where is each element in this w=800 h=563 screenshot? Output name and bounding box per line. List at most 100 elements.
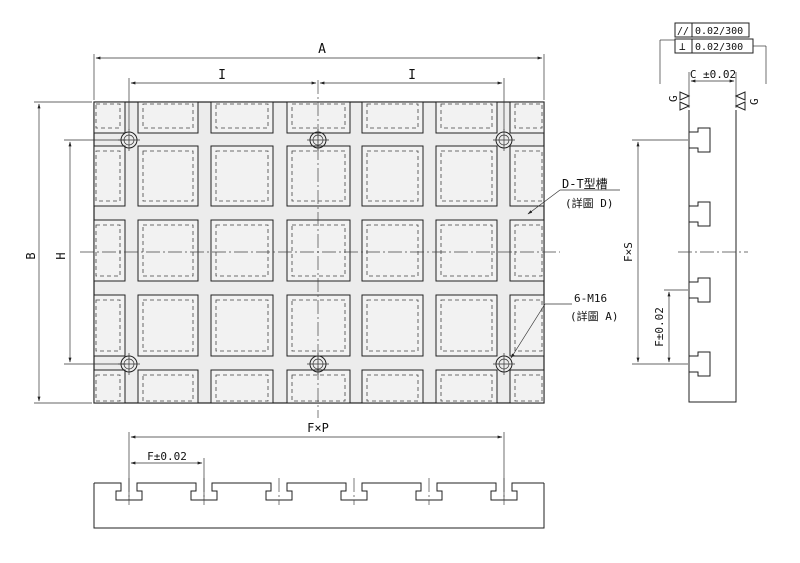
plate-cell — [210, 219, 274, 282]
hidden-slot-outline — [291, 299, 346, 352]
dimension-f-side: F±0.02 — [653, 289, 688, 363]
plate-cell — [286, 145, 351, 207]
hidden-slot-outline — [215, 103, 269, 129]
hidden-slot-outline — [366, 374, 419, 402]
ground-marks: G G — [667, 91, 761, 111]
dimension-b: B — [24, 101, 92, 404]
plate-cell — [361, 219, 424, 282]
plate-cell — [210, 294, 274, 357]
hidden-slot-outline — [142, 224, 194, 277]
hidden-slot-outline — [95, 224, 121, 277]
plate-cell — [286, 101, 351, 134]
dt-slot-label: D-T型槽 — [562, 177, 608, 191]
plate-cell — [210, 369, 274, 404]
plate-cell — [286, 369, 351, 404]
dimension-c: C ±0.02 — [688, 68, 737, 108]
hidden-slot-outline — [95, 299, 121, 352]
dt-slot-callout: D-T型槽 (詳圖 D) — [527, 177, 620, 215]
parallel-symbol: // — [677, 26, 689, 37]
plate-cell — [137, 294, 199, 357]
perpendicular-value: 0.02/300 — [695, 42, 743, 53]
hidden-slot-outline — [366, 224, 419, 277]
front-t-slot-profile — [94, 482, 544, 501]
dim-f-bottom-label: F±0.02 — [147, 450, 187, 463]
dimension-h: H — [54, 139, 126, 365]
plate-cell — [435, 219, 498, 282]
hidden-slot-outline — [142, 103, 194, 129]
dimension-f-bottom: F±0.02 — [130, 450, 205, 500]
plate-cell — [435, 369, 498, 404]
dimension-fxp: F×P — [128, 421, 505, 500]
hidden-slot-outline — [215, 374, 269, 402]
dim-h-label: H — [54, 252, 68, 259]
hidden-slot-outline — [514, 103, 543, 129]
plate-cell — [435, 294, 498, 357]
hidden-slot-outline — [366, 299, 419, 352]
dim-b-label: B — [24, 252, 38, 259]
hidden-slot-outline — [514, 299, 543, 352]
m16-label: 6-M16 — [574, 292, 607, 305]
plate-cell — [361, 294, 424, 357]
perpendicular-symbol: ⊥ — [679, 40, 686, 53]
front-profile — [93, 483, 545, 529]
plate-cell — [509, 369, 545, 404]
dim-f-side-label: F±0.02 — [653, 307, 666, 347]
hidden-slot-outline — [291, 150, 346, 202]
hidden-slot-outline — [215, 299, 269, 352]
m16-detail: (詳圖 A) — [570, 309, 619, 323]
top-view — [80, 80, 560, 418]
hidden-slot-outline — [95, 374, 121, 402]
side-t-slot — [689, 351, 711, 377]
side-t-slot — [689, 277, 711, 303]
plate-cell — [137, 369, 199, 404]
dim-c-label: C ±0.02 — [690, 68, 736, 81]
side-view — [678, 110, 748, 403]
dim-fxp-label: F×P — [307, 421, 329, 435]
plate-cell — [137, 219, 199, 282]
hidden-slot-outline — [291, 103, 346, 129]
side-profile — [688, 110, 737, 403]
dim-i-right-label: I — [408, 68, 416, 83]
dim-fxs-label: F×S — [622, 242, 635, 262]
dimension-i: I I — [128, 68, 505, 130]
hidden-slot-outline — [514, 150, 543, 202]
dimension-fxs: F×S — [622, 139, 688, 365]
plate-cell — [361, 145, 424, 207]
plate-cell — [435, 145, 498, 207]
hidden-slot-outline — [215, 150, 269, 202]
hidden-slot-outline — [514, 374, 543, 402]
hidden-slot-outline — [291, 374, 346, 402]
plate-cell — [286, 294, 351, 357]
hidden-slot-outline — [440, 103, 493, 129]
parallel-value: 0.02/300 — [695, 26, 743, 37]
hidden-slot-outline — [95, 150, 121, 202]
hidden-slot-outline — [440, 224, 493, 277]
dim-i-left-label: I — [218, 68, 226, 83]
hidden-slot-outline — [142, 299, 194, 352]
ground-mark-right: G — [748, 98, 761, 105]
hidden-slot-outline — [440, 150, 493, 202]
hidden-slot-outline — [142, 150, 194, 202]
plate-cell — [509, 219, 545, 282]
hidden-slot-outline — [366, 103, 419, 129]
front-view — [93, 478, 545, 529]
dt-slot-detail: (詳圖 D) — [565, 196, 614, 210]
dim-a-label: A — [318, 42, 326, 57]
side-t-slot — [689, 127, 711, 153]
side-t-slot — [689, 201, 711, 227]
hidden-slot-outline — [440, 299, 493, 352]
hidden-slot-outline — [366, 150, 419, 202]
hidden-slot-outline — [440, 374, 493, 402]
ground-mark-left: G — [667, 95, 680, 102]
hidden-slot-outline — [142, 374, 194, 402]
hidden-slot-outline — [291, 224, 346, 277]
hidden-slot-outline — [215, 224, 269, 277]
plate-cell — [286, 219, 351, 282]
plate-cell — [137, 145, 199, 207]
tolerance-frame: // 0.02/300 ⊥ 0.02/300 — [659, 22, 767, 84]
plate-cell — [509, 294, 545, 357]
plate-cell — [361, 369, 424, 404]
hidden-slot-outline — [95, 103, 121, 129]
cell-grid — [93, 101, 545, 404]
